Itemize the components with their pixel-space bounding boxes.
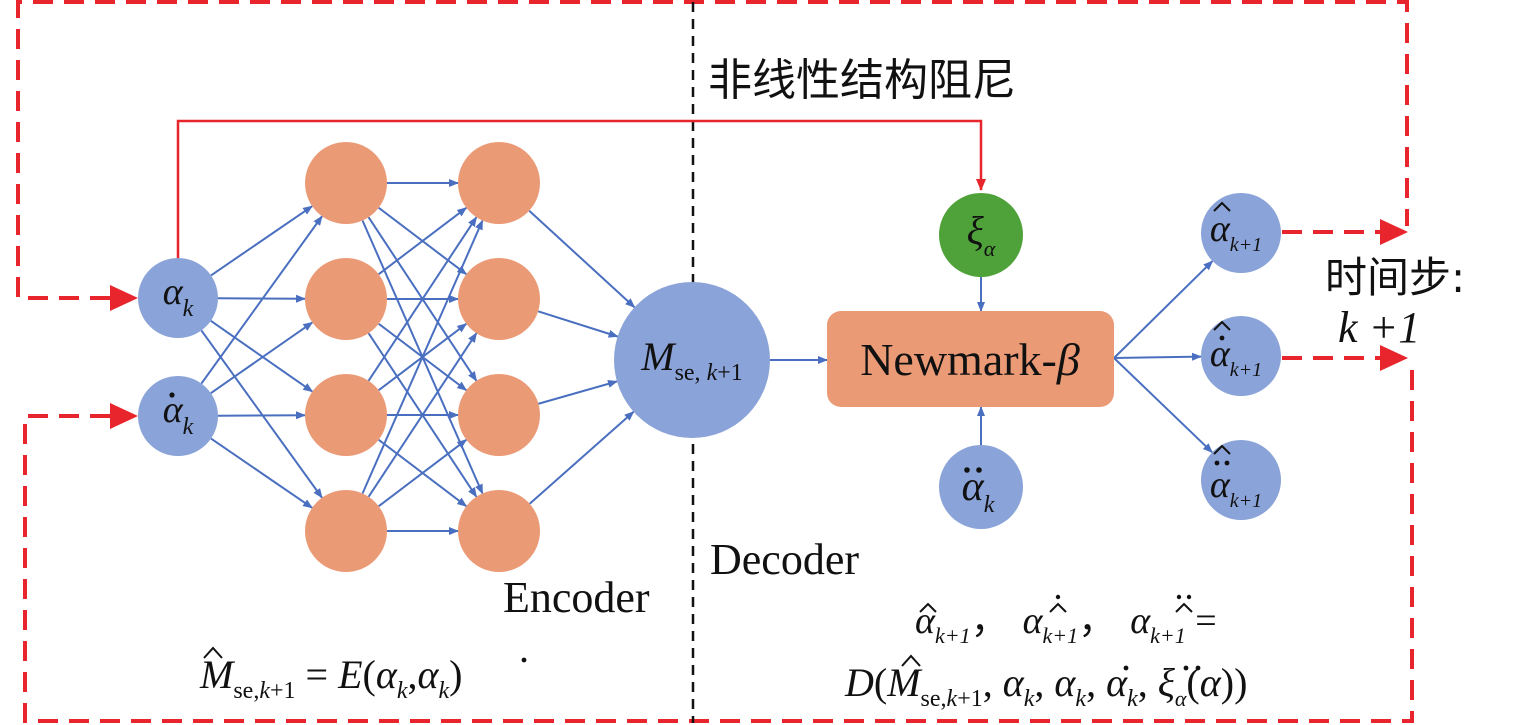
hidden-hidden-edge bbox=[378, 206, 468, 276]
feedback-path-top bbox=[16, 0, 1409, 300]
damping-title: 非线性结构阻尼 bbox=[708, 55, 1016, 106]
svg-text:D(Mse,k+1, αk, αk, αk, ξα(α)): D(Mse,k+1, αk, αk, αk, ξα(α)) bbox=[844, 660, 1247, 712]
input-hidden-edge bbox=[200, 329, 323, 499]
hidden-node bbox=[305, 258, 387, 340]
input-hidden-edge bbox=[210, 320, 314, 393]
input-hidden-edge bbox=[210, 437, 313, 509]
input-hidden-edge bbox=[200, 215, 323, 385]
hidden-node bbox=[305, 374, 387, 456]
decoder-formula: αk+1，αk+1，αk+1 = D(Mse,k+1, αk, αk, αk, … bbox=[844, 594, 1247, 712]
input-hidden-edge bbox=[210, 321, 314, 394]
input-hidden-edge bbox=[217, 411, 307, 420]
hidden-layer-2 bbox=[458, 142, 540, 572]
damping-node-xi-alpha: ξα bbox=[939, 193, 1023, 277]
input-node-alpha-ddot-k: αk bbox=[939, 445, 1023, 529]
svg-text:Mse, k+1: Mse, k+1 bbox=[640, 334, 743, 386]
network-edges bbox=[200, 179, 1214, 535]
hidden-latent-edge bbox=[529, 410, 635, 505]
feedback-path-bottom bbox=[23, 360, 1414, 723]
arrowhead-alpha-k bbox=[110, 285, 138, 311]
hidden-node bbox=[305, 142, 387, 224]
time-step-label: 时间步: bbox=[1325, 253, 1465, 302]
hidden-node bbox=[458, 374, 540, 456]
hidden-latent-edge bbox=[538, 379, 618, 405]
hidden-node bbox=[305, 490, 387, 572]
hidden-layer-1 bbox=[305, 142, 387, 572]
hidden-latent-edge bbox=[537, 310, 619, 338]
svg-text:Mse,k+1 = E(αk,αk): Mse,k+1 = E(αk,αk) bbox=[199, 652, 463, 704]
feedback-arrowheads bbox=[110, 219, 1408, 429]
latent-node-m-se: Mse, k+1 bbox=[614, 282, 770, 438]
hidden-node bbox=[458, 490, 540, 572]
encoder-label: Encoder bbox=[503, 573, 650, 622]
hidden-hidden-edge bbox=[361, 219, 484, 494]
output-node-alpha-hat-dot: αk+1 bbox=[1201, 316, 1281, 396]
input-node-alpha-dot-k: αk bbox=[138, 376, 218, 456]
input-node-alpha-k: αk bbox=[138, 258, 218, 338]
input-hidden-edge bbox=[210, 205, 313, 277]
hidden-node bbox=[458, 258, 540, 340]
output-node-alpha-hat: αk+1 bbox=[1201, 193, 1281, 273]
hidden-hidden-edge bbox=[378, 438, 468, 508]
hidden-node bbox=[458, 142, 540, 224]
hidden-latent-edge bbox=[528, 209, 636, 309]
svg-text:αk+1，αk+1，αk+1 =: αk+1，αk+1，αk+1 = bbox=[915, 600, 1217, 648]
newmark-output-edge bbox=[1113, 260, 1214, 359]
decoder-label: Decoder bbox=[710, 535, 859, 584]
arrowhead-out-top bbox=[1380, 219, 1408, 245]
arrowhead-out-mid bbox=[1380, 345, 1408, 371]
arrowhead-alpha-dot-k bbox=[110, 403, 138, 429]
newmark-output-edge bbox=[1113, 357, 1213, 454]
newmark-output-edge bbox=[1113, 352, 1203, 361]
svg-text:Newmark-β: Newmark-β bbox=[860, 334, 1080, 385]
damping-connection bbox=[176, 119, 986, 262]
hidden-hidden-edge bbox=[367, 332, 478, 498]
hidden-hidden-edge bbox=[367, 216, 478, 382]
encoder-formula: Mse,k+1 = E(αk,αk) bbox=[199, 646, 527, 704]
feedback-loop bbox=[16, 0, 1414, 723]
output-node-alpha-hat-ddot: αk+1 bbox=[1201, 440, 1281, 520]
time-step-value: k +1 bbox=[1338, 303, 1420, 352]
newmark-beta-block: Newmark-β bbox=[827, 311, 1114, 407]
